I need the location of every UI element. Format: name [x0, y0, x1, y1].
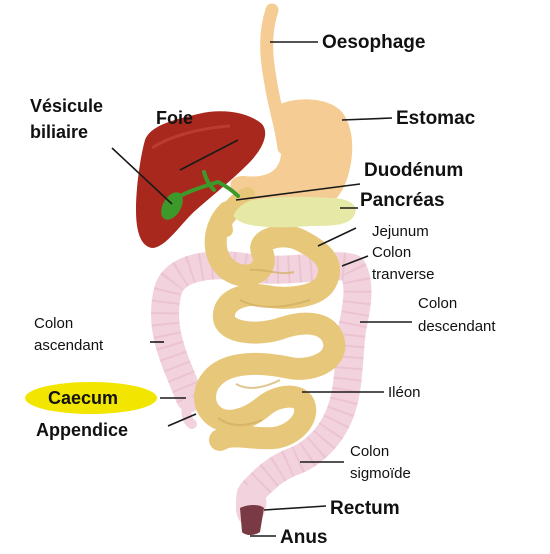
- label-pancreas: Pancréas: [360, 190, 445, 211]
- label-caecum: Caecum: [48, 388, 118, 408]
- label-jejunum: Jejunum: [372, 223, 429, 240]
- small-intestine: [205, 212, 334, 440]
- label-colon-tranverse-line2: tranverse: [372, 266, 435, 283]
- label-foie: Foie: [156, 108, 193, 128]
- label-colon-tranverse-line1: Colon: [372, 244, 411, 261]
- label-vesicule-line2: biliaire: [30, 122, 88, 142]
- label-colon-descendant-line1: Colon: [418, 295, 457, 312]
- label-estomac: Estomac: [396, 108, 476, 129]
- label-colon-descendant-line2: descendant: [418, 318, 496, 335]
- label-colon-ascendant-line1: Colon: [34, 315, 73, 332]
- pancreas: [232, 197, 356, 227]
- label-colon-ascendant-line2: ascendant: [34, 337, 104, 354]
- label-appendice: Appendice: [36, 420, 128, 440]
- label-ileon: Iléon: [388, 384, 421, 401]
- anus: [240, 505, 264, 535]
- label-oesophage: Oesophage: [322, 32, 425, 53]
- label-vesicule-line1: Vésicule: [30, 96, 103, 116]
- label-colon-sigmoide-line2: sigmoïde: [350, 465, 411, 482]
- label-rectum: Rectum: [330, 498, 400, 519]
- label-duodenum: Duodénum: [364, 160, 463, 181]
- label-colon-sigmoide-line1: Colon: [350, 443, 389, 460]
- label-anus: Anus: [280, 527, 328, 548]
